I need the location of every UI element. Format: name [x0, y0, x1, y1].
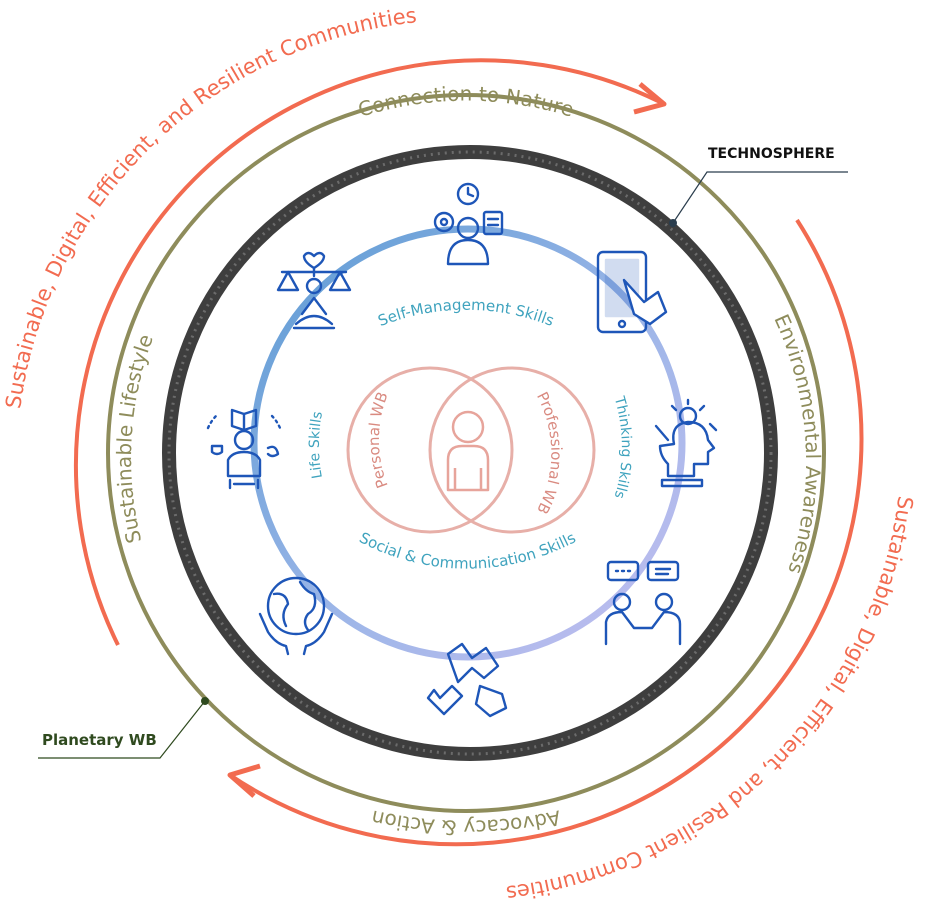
outer-band-text-top: Sustainable, Digital, Efficient, and Res… — [1, 3, 418, 410]
outer-arc-bottom — [228, 218, 864, 847]
student-reading-icon — [206, 408, 282, 490]
outer-band-text-bottom: Sustainable, Digital, Efficient, and Res… — [505, 495, 918, 906]
technosphere-leader-line — [672, 171, 848, 224]
skills-label-top: Self-Management Skills — [376, 296, 557, 330]
smartphone-touch-icon — [596, 250, 668, 334]
technosphere-callout: TECHNOSPHERE — [669, 146, 848, 227]
globe-in-hands-icon — [258, 576, 334, 656]
planetary-callout: Planetary WB — [38, 697, 209, 759]
skills-label-bottom: Social & Communication Skills — [356, 528, 578, 572]
professional-circle — [428, 366, 596, 534]
puzzle-hands-icon — [426, 642, 508, 718]
arrowhead-top — [633, 82, 667, 115]
technosphere-texture — [167, 150, 773, 756]
personal-label: Personal WB — [365, 389, 392, 490]
professional-label: Professional WB — [533, 389, 565, 517]
person-icon — [446, 410, 490, 492]
time-management-icon — [433, 182, 504, 266]
skills-circle — [250, 225, 686, 661]
skills-label-right: Thinking Skills — [610, 394, 633, 500]
planetary-label: Planetary WB — [42, 731, 157, 749]
planetary-leader-line — [38, 700, 206, 759]
planetary-circle — [106, 93, 826, 813]
technosphere-label: TECHNOSPHERE — [708, 146, 835, 162]
thinking-head-icon — [654, 398, 718, 488]
balance-meditation-icon — [276, 251, 352, 330]
personal-circle — [346, 366, 514, 534]
skills-label-left: Life Skills — [307, 410, 326, 479]
outer-band: Sustainable, Digital, Efficient, and Res… — [1, 3, 917, 905]
conversation-handshake-icon — [604, 560, 682, 646]
technosphere-ring — [162, 145, 778, 761]
planetary-label-top: Connection to Nature — [355, 82, 576, 122]
core-venn: Personal WB Professional WB — [346, 366, 596, 534]
outer-arc-top — [73, 58, 661, 646]
planetary-ring: Connection to Nature Environmental Aware… — [106, 82, 826, 840]
arrowhead-bottom — [227, 763, 261, 798]
